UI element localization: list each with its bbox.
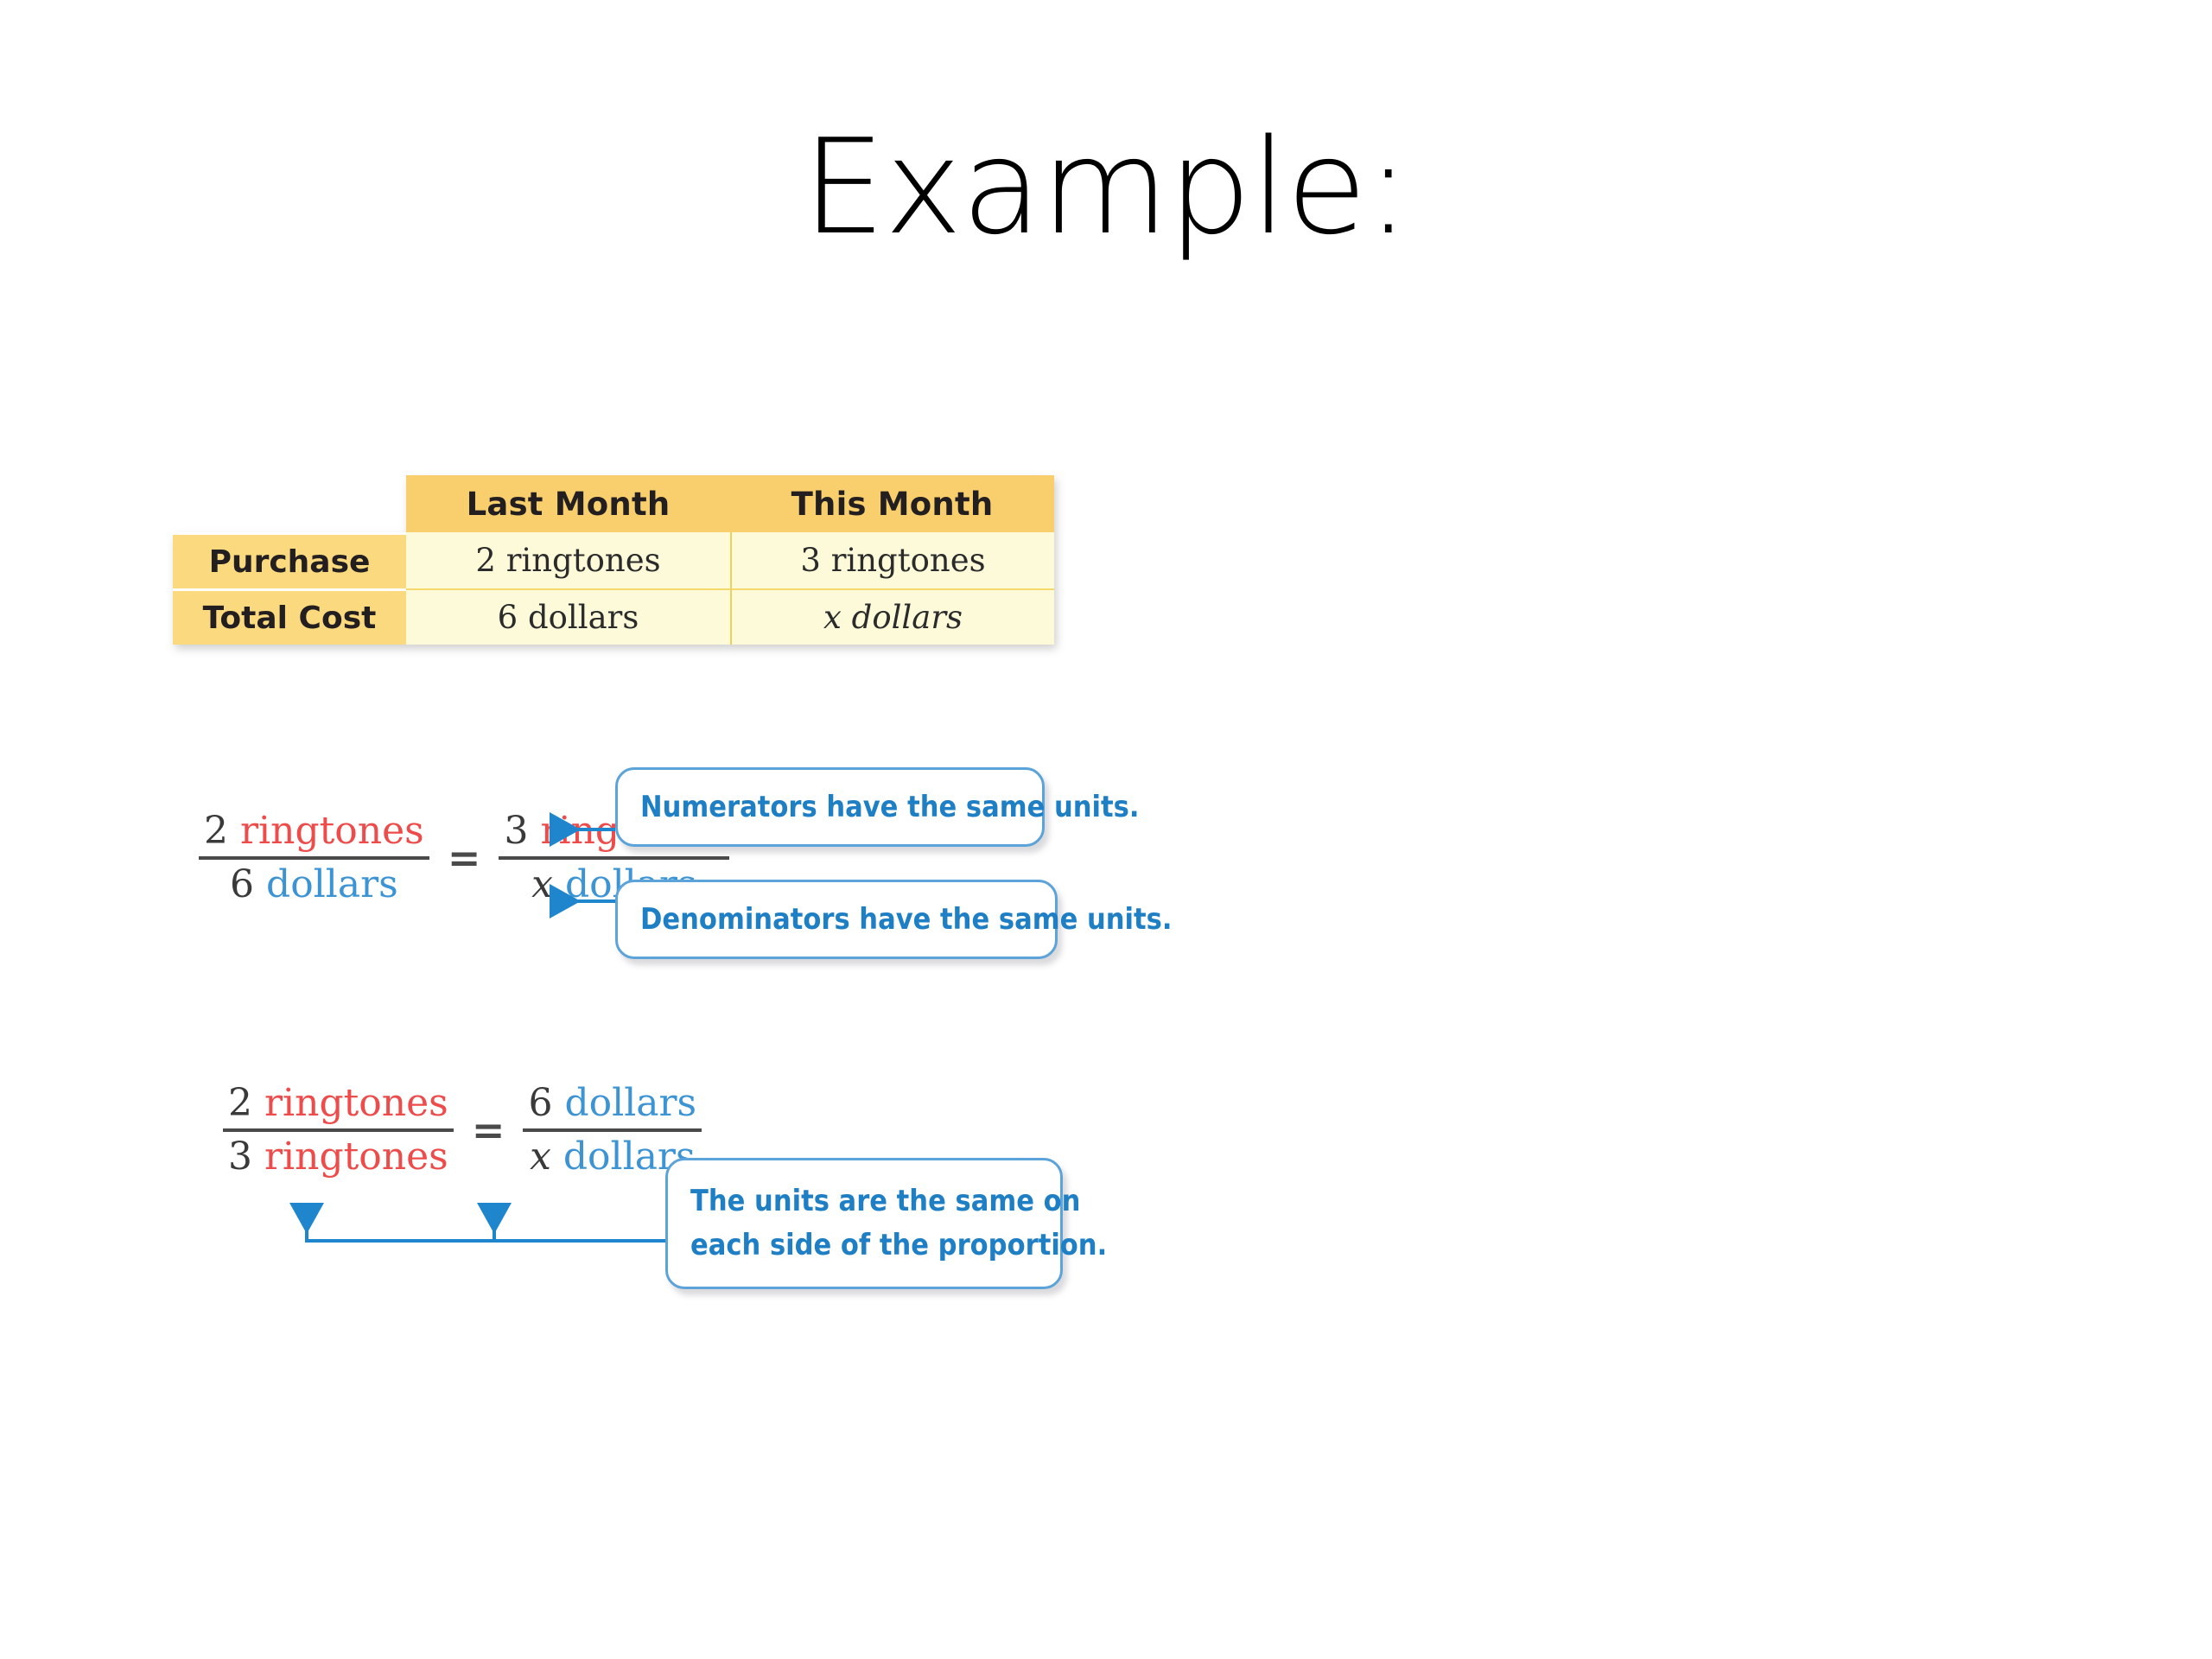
callout-same-units-line1: The units are the same on [690, 1184, 1081, 1218]
numerator-right-eq2: 6 dollars [523, 1080, 702, 1132]
cell-total-cost-this-month: x dollars [730, 588, 1054, 645]
arrow-to-left-denominator [289, 1203, 665, 1243]
callout-same-units-line2: each side of the proportion. [690, 1228, 1108, 1262]
denominator-left-eq1: 6 dollars [230, 861, 398, 906]
ratio-table: Last Month This Month Purchase 2 rington… [173, 475, 1054, 645]
numerator-left-eq1: 2 ringtones [199, 808, 429, 860]
column-header-this-month: This Month [730, 475, 1054, 532]
table-header-row: Last Month This Month [173, 475, 1054, 532]
callout-numerators: Numerators have the same units. [615, 767, 1140, 847]
callout-same-units: The units are the same on each side of t… [665, 1158, 1108, 1289]
fraction-left-eq2: 2 ringtones 3 ringtones [223, 1080, 454, 1179]
equals-sign-eq2: = [471, 1106, 505, 1154]
callout-numerators-text: Numerators have the same units. [640, 789, 1140, 824]
equals-sign-eq1: = [447, 834, 481, 881]
table-row: Total Cost 6 dollars x dollars [173, 588, 1054, 645]
table-corner-cell [173, 475, 406, 532]
numerator-left-eq2: 2 ringtones [223, 1080, 454, 1132]
table-row: Purchase 2 ringtones 3 ringtones [173, 532, 1054, 588]
callout-denominators: Denominators have the same units. [615, 880, 1173, 959]
denominator-left-eq2: 3 ringtones [228, 1134, 448, 1179]
cell-total-cost-last-month: 6 dollars [406, 588, 730, 645]
callout-denominators-text: Denominators have the same units. [640, 901, 1173, 937]
cell-purchase-last-month: 2 ringtones [406, 532, 730, 588]
column-header-last-month: Last Month [406, 475, 730, 532]
fraction-left-eq1: 2 ringtones 6 dollars [199, 808, 429, 907]
row-header-total-cost: Total Cost [173, 588, 406, 645]
page-title: Example: [802, 111, 1411, 264]
equation-two: 2 ringtones 3 ringtones = 6 dollars x do… [223, 1080, 702, 1179]
cell-purchase-this-month: 3 ringtones [730, 532, 1054, 588]
row-header-purchase: Purchase [173, 532, 406, 588]
